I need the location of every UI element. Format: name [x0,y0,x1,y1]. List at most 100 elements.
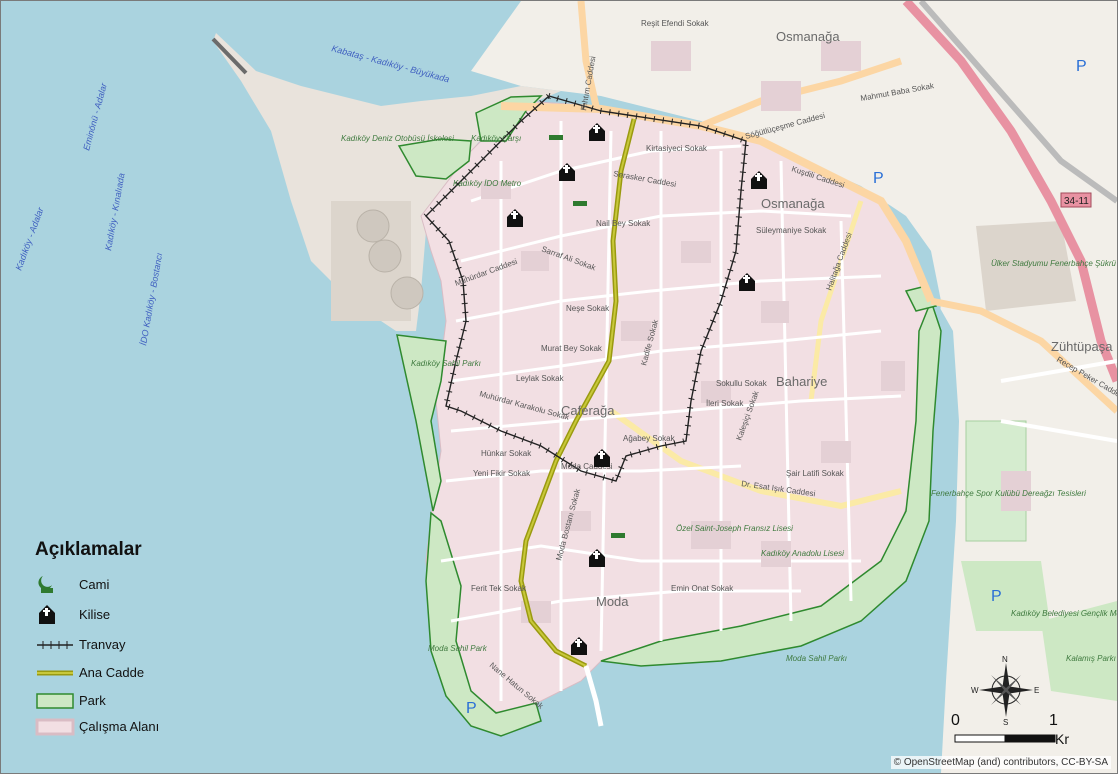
road-label-moda: Moda Caddesi [561,462,613,471]
scale-start: 0 [951,712,960,729]
tram-tick [447,403,451,410]
place-label-genclik-merkezi: Kadıköy Belediyesi Gençlik Merkezi [1011,609,1117,618]
legend-item-park: Park [29,689,199,711]
tram-tick [738,189,745,191]
tram-tick [488,422,492,429]
road-label-ferit-tek: Ferit Tek Sokak [471,584,527,593]
road-label-suleymaniye: Süleymaniye Sokak [756,226,827,235]
road-label-sair-latifi: Şair Latifi Sokak [786,469,845,478]
district-label-moda: Moda [596,594,629,609]
road-sogutlucesme [500,102,935,303]
road-label-nail-bey: Nail Bey Sokak [596,219,651,228]
tram-tick [455,266,462,270]
tram-tick [487,149,493,155]
tram-tick [699,344,706,348]
tram-tick [671,118,674,125]
legend-label-church: Kilise [79,607,111,622]
tram-tick [608,109,611,116]
tram-tick [697,353,704,356]
tram-tick [463,410,468,417]
mosque-icon [610,521,625,538]
tram-tick [568,461,573,468]
tram-tick [538,442,542,449]
tram-tick [442,194,448,200]
road-label-kirtasiyeci: Kirtasiyeci Sokak [646,144,708,153]
tram-tick [461,175,467,181]
legend-item-mosque: Cami [29,573,199,595]
park-1 [397,138,472,180]
tram-tick [647,446,650,453]
compass-n: N [1002,655,1008,664]
tram-tick [456,406,459,413]
railway [918,1,1117,204]
tram-tick [682,438,685,445]
tram-tick [740,136,743,143]
legend-label-study-area: Çalışma Alanı [79,719,160,734]
road-label-leylak: Leylak Sokak [516,374,565,383]
tank-1 [356,209,390,243]
road-halitaga [808,200,864,402]
tram-tick [423,213,429,219]
compass-w: W [971,686,979,695]
tram-tick [664,441,667,449]
tram-tick [429,207,435,213]
tram-tick [602,474,606,481]
tram-tick [740,162,747,165]
tram-tick [705,125,709,132]
tram-tick [519,117,524,124]
tram-tick [436,200,442,206]
tram-tick [638,449,642,456]
tram-tick [611,476,614,484]
church-icon [559,163,575,181]
road-label-resit-efendi: Reşit Efendi Sokak [641,19,710,28]
park-moda-sahil-east [600,298,942,667]
church-icon [589,549,605,567]
tram-tick [680,119,682,127]
tram-tick [429,220,435,225]
park-moda-sahil-west [425,511,542,737]
svg-text:P: P [1076,58,1087,75]
road-label-nese: Neşe Sokak [566,304,610,313]
parking-icon: P P P P [466,58,1087,717]
road-label-yeni-fikir: Yeni Fikir Sokak [473,469,531,478]
tram-tick [655,444,659,451]
legend-label-main-street: Ana Cadde [79,665,145,680]
tram-tick [617,110,620,117]
mosque-icon [548,123,563,140]
tram-tick [688,397,695,400]
road-label-hunkar: Hünkar Sokak [481,449,532,458]
svg-text:P: P [466,700,477,717]
road-fb-2 [1000,419,1117,443]
tram-tick [545,447,550,453]
tram-tick [629,451,633,458]
legend-item-main-street: Ana Cadde [29,661,199,683]
tram-line [425,95,747,482]
tram-tick [618,466,625,470]
tram-tick [695,362,702,365]
tank-3 [390,276,424,310]
tram-tick [722,285,729,289]
legend-label-tram: Tranvay [79,637,126,652]
tram-tick [513,433,517,440]
tram-ticks [423,92,749,484]
place-label-moda-sahil-parki: Moda Sahil Parkı [786,654,847,663]
tram-tick [590,105,594,112]
district-label-zuhtupasa: Zühtüpaşa [1051,339,1113,354]
mosque-icon [38,576,53,593]
tram-tick [506,130,512,136]
scale-end: 1 [1049,712,1058,729]
tram-tick [626,111,629,119]
tram-tick [644,114,647,121]
main-street-inner [519,118,635,667]
tram-tick [458,337,465,341]
place-label-stadyum: Ülker Stadyumu Fenerbahçe Şükrü Saracoğl… [991,259,1117,268]
tram-tick [499,137,505,143]
tram-tick [460,328,467,332]
place-label-dereagzi: Fenerbahçe Spor Kulübü Dereağzı Tesisler… [931,489,1086,498]
place-label-kalamis: Kalamış Parkı [1066,654,1116,663]
mosque-icon [572,189,587,206]
place-label-ido-metro: Kadıköy İDO Metro [453,179,522,188]
tram-tick [547,92,551,100]
kalamis-inlet [906,301,959,773]
